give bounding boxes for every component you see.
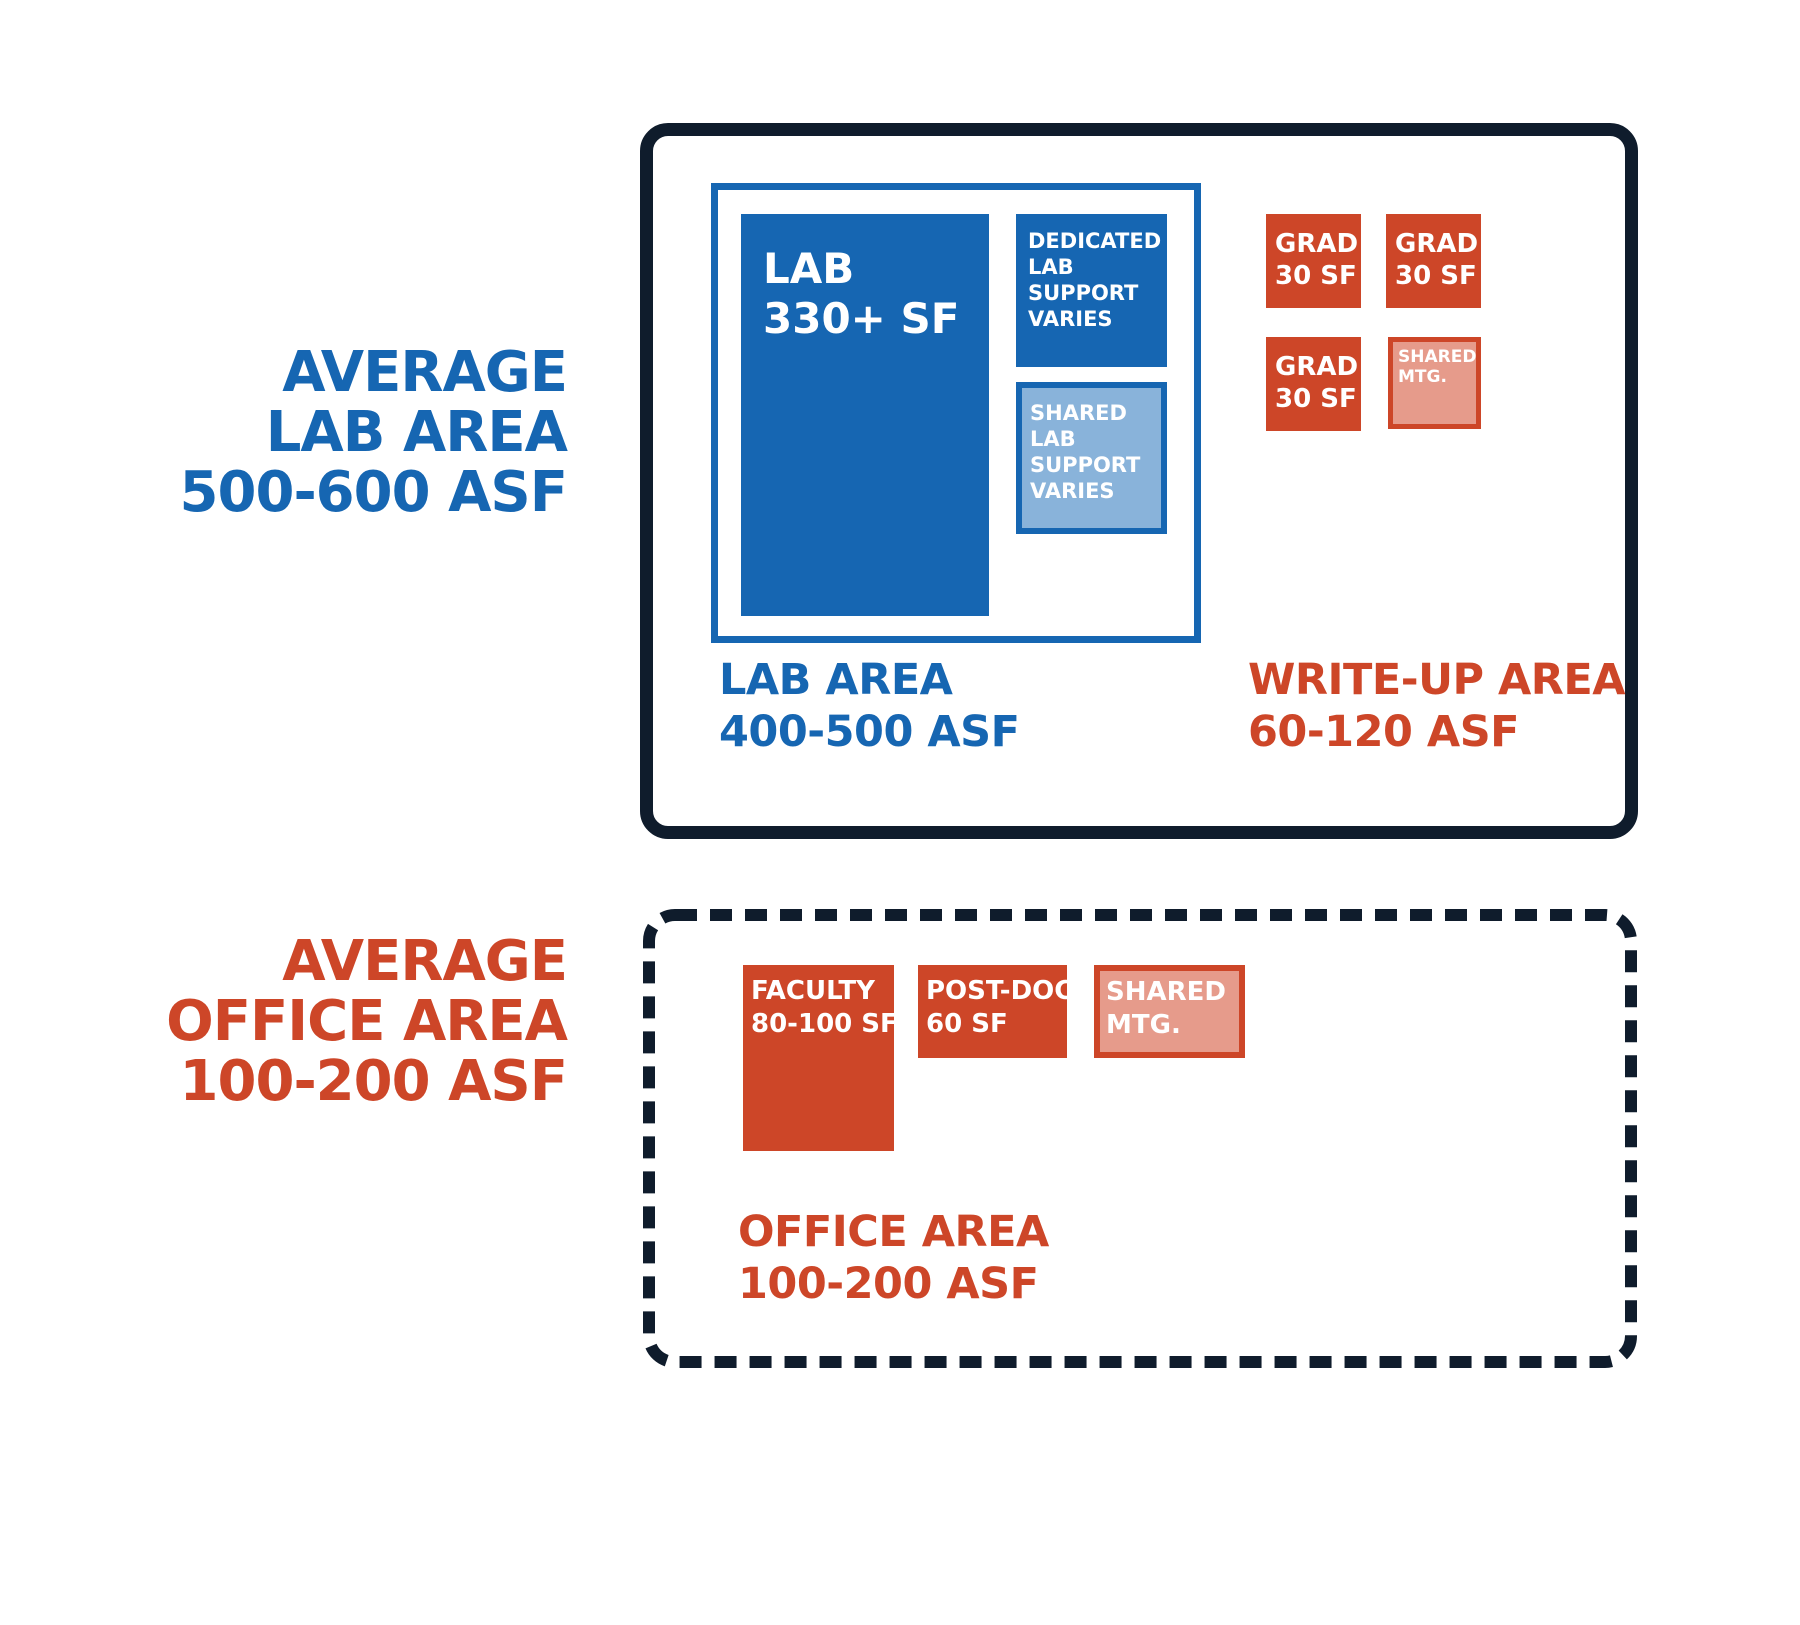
lab-block-line-2: 330+ SF — [763, 294, 960, 343]
grad-2-line-1: GRAD — [1395, 229, 1479, 259]
shared-support-line-3: SUPPORT — [1030, 453, 1141, 477]
grad-3-line-2: 30 SF — [1275, 384, 1357, 414]
shared-lab-support-block: SHARED LAB SUPPORT VARIES — [1016, 382, 1167, 534]
grad-block: GRAD 30 SF — [1386, 214, 1481, 308]
lab-area-caption: LAB AREA 400-500 ASF — [719, 654, 1020, 758]
lab-heading-line-3: 500-600 ASF — [179, 460, 568, 525]
dedicated-lab-support-block: DEDICATED LAB SUPPORT VARIES — [1016, 214, 1167, 367]
writeup-shared-mtg-line-2: MTG. — [1398, 367, 1447, 387]
lab-area-outline — [711, 183, 1201, 643]
office-caption-line-1: OFFICE AREA — [738, 1207, 1049, 1257]
faculty-line-1: FACULTY — [751, 976, 875, 1006]
office-outer-frame — [642, 908, 1638, 1369]
postdoc-line-1: POST-DOC — [926, 976, 1067, 1006]
lab-area-caption-line-2: 400-500 ASF — [719, 707, 1020, 757]
grad-1-line-1: GRAD — [1275, 229, 1359, 259]
office-shared-mtg-line-1: SHARED — [1106, 977, 1226, 1007]
shared-support-line-2: LAB — [1030, 427, 1076, 451]
lab-block: LAB 330+ SF — [741, 214, 989, 616]
grad-2-line-2: 30 SF — [1395, 261, 1477, 291]
office-caption-line-2: 100-200 ASF — [738, 1259, 1039, 1309]
dedicated-line-1: DEDICATED — [1028, 229, 1162, 253]
lab-area-heading: AVERAGE LAB AREA 500-600 ASF — [179, 340, 568, 525]
grad-block: GRAD 30 SF — [1266, 214, 1361, 308]
faculty-office-block: FACULTY 80-100 SF — [743, 965, 894, 1151]
postdoc-line-2: 60 SF — [926, 1009, 1008, 1039]
shared-support-line-4: VARIES — [1030, 479, 1115, 503]
lab-heading-line-1: AVERAGE — [282, 340, 568, 405]
writeup-shared-mtg-block: SHARED MTG. — [1388, 337, 1481, 429]
dedicated-line-4: VARIES — [1028, 307, 1113, 331]
postdoc-office-block: POST-DOC 60 SF — [918, 965, 1067, 1058]
office-area-caption: OFFICE AREA 100-200 ASF — [738, 1206, 1049, 1310]
grad-3-line-1: GRAD — [1275, 352, 1359, 382]
lab-heading-line-2: LAB AREA — [265, 400, 568, 465]
writeup-shared-mtg-line-1: SHARED — [1398, 347, 1477, 367]
office-area-heading: AVERAGE OFFICE AREA 100-200 ASF — [166, 929, 568, 1114]
dedicated-line-2: LAB — [1028, 255, 1074, 279]
office-dashed-border — [643, 909, 1637, 1368]
shared-support-line-1: SHARED — [1030, 401, 1127, 425]
office-heading-line-1: AVERAGE — [282, 929, 568, 994]
office-shared-mtg-block: SHARED MTG. — [1094, 965, 1245, 1058]
writeup-area-caption: WRITE-UP AREA 60-120 ASF — [1248, 654, 1626, 758]
dedicated-line-3: SUPPORT — [1028, 281, 1139, 305]
lab-area-caption-line-1: LAB AREA — [719, 655, 953, 705]
grad-block: GRAD 30 SF — [1266, 337, 1361, 431]
office-heading-line-2: OFFICE AREA — [166, 989, 568, 1054]
office-heading-line-3: 100-200 ASF — [179, 1049, 568, 1114]
lab-block-line-1: LAB — [763, 244, 855, 293]
lab-outer-frame — [640, 123, 1638, 839]
office-shared-mtg-line-2: MTG. — [1106, 1010, 1181, 1040]
writeup-caption-line-2: 60-120 ASF — [1248, 707, 1520, 757]
writeup-caption-line-1: WRITE-UP AREA — [1248, 655, 1626, 705]
grad-1-line-2: 30 SF — [1275, 261, 1357, 291]
faculty-line-2: 80-100 SF — [751, 1009, 894, 1039]
